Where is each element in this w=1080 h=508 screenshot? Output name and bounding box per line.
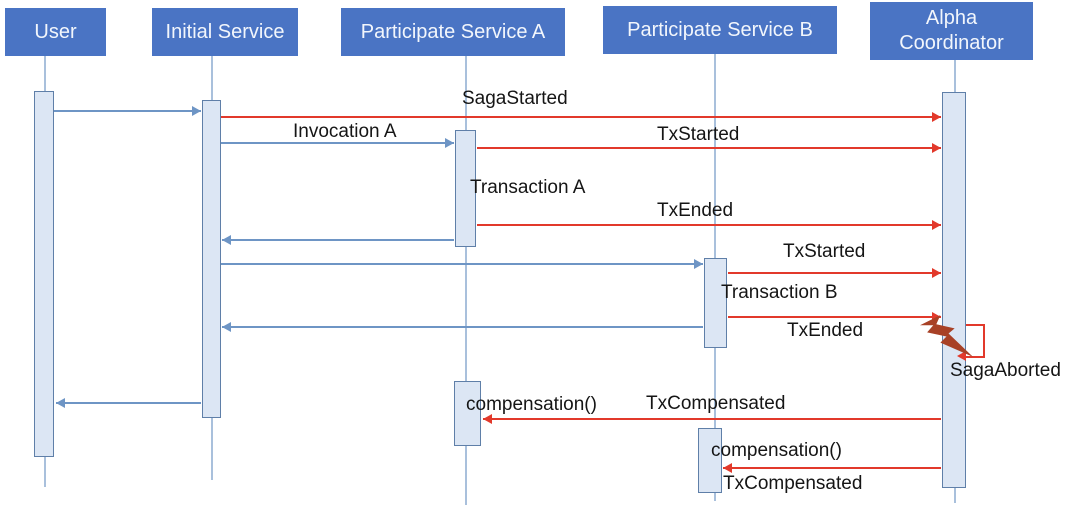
tx-compensated-b-line xyxy=(723,467,941,469)
tx-ended-a-line xyxy=(477,224,941,226)
return-user-line xyxy=(56,402,201,404)
tx-compensated-a-line xyxy=(483,418,941,420)
invocation-b-line xyxy=(221,263,703,265)
invocation-a-label: Invocation A xyxy=(293,121,397,142)
service-b-activation xyxy=(704,258,727,348)
saga-started-line xyxy=(221,116,941,118)
tx-started-a-line xyxy=(477,147,941,149)
return-a-arrowhead xyxy=(222,235,231,245)
tx-ended-b-arrowhead xyxy=(932,312,941,322)
actor-header-initial-service: Initial Service xyxy=(152,8,298,56)
invocation-a-arrowhead xyxy=(445,138,454,148)
failure-bolt-icon xyxy=(920,315,973,357)
transaction-a-label: Transaction A xyxy=(470,177,586,198)
invocation-a-line xyxy=(221,142,454,144)
transaction-b-label: Transaction B xyxy=(721,282,838,303)
user-request-line xyxy=(54,110,201,112)
actor-header-participate-service-a: Participate Service A xyxy=(341,8,565,56)
compensation-b-label: compensation() xyxy=(711,440,842,461)
tx-ended-b-label: TxEnded xyxy=(787,320,864,341)
user-request-arrowhead xyxy=(192,106,201,116)
tx-ended-a-label: TxEnded xyxy=(657,200,734,221)
tx-started-b-arrowhead xyxy=(932,268,941,278)
saga-aborted-self-message-arrowhead xyxy=(957,351,966,361)
saga-started-arrowhead xyxy=(932,112,941,122)
compensation-a-label: compensation() xyxy=(466,394,597,415)
actor-label: Alpha xyxy=(925,7,978,29)
return-b-arrowhead xyxy=(222,322,231,332)
actor-header-participate-service-b: Participate Service B xyxy=(603,6,837,54)
saga-aborted-self-message-loop xyxy=(966,324,985,358)
saga-aborted-label: SagaAborted xyxy=(950,360,1061,381)
tx-started-a-label: TxStarted xyxy=(657,124,740,145)
return-b-line xyxy=(222,326,703,328)
service-a-compensation-activation xyxy=(454,381,481,446)
return-a-line xyxy=(222,239,454,241)
service-a-activation xyxy=(455,130,476,247)
tx-compensated-b-label: TxCompensated xyxy=(723,473,863,494)
tx-compensated-a-label: TxCompensated xyxy=(646,393,786,414)
tx-started-b-label: TxStarted xyxy=(783,241,866,262)
participate-service-a-lifeline xyxy=(465,56,467,505)
tx-compensated-a-arrowhead xyxy=(483,414,492,424)
actor-label: Participate Service A xyxy=(360,20,546,43)
tx-ended-b-line xyxy=(728,316,941,318)
actor-header-user: User xyxy=(5,8,106,56)
service-b-compensation-activation xyxy=(698,428,722,493)
user-activation xyxy=(34,91,54,457)
return-user-arrowhead xyxy=(56,398,65,408)
actor-label: Initial Service xyxy=(165,20,285,43)
tx-compensated-b-arrowhead xyxy=(723,463,732,473)
tx-started-b-line xyxy=(728,272,941,274)
actor-label: Participate Service B xyxy=(627,18,813,41)
invocation-b-arrowhead xyxy=(694,259,703,269)
saga-started-label: SagaStarted xyxy=(462,88,568,109)
initial-service-activation xyxy=(202,100,221,418)
tx-ended-a-arrowhead xyxy=(932,220,941,230)
alpha-coordinator-activation xyxy=(942,92,966,488)
tx-started-a-arrowhead xyxy=(932,143,941,153)
actor-label: Coordinator xyxy=(899,32,1004,54)
actor-label: User xyxy=(34,20,77,43)
